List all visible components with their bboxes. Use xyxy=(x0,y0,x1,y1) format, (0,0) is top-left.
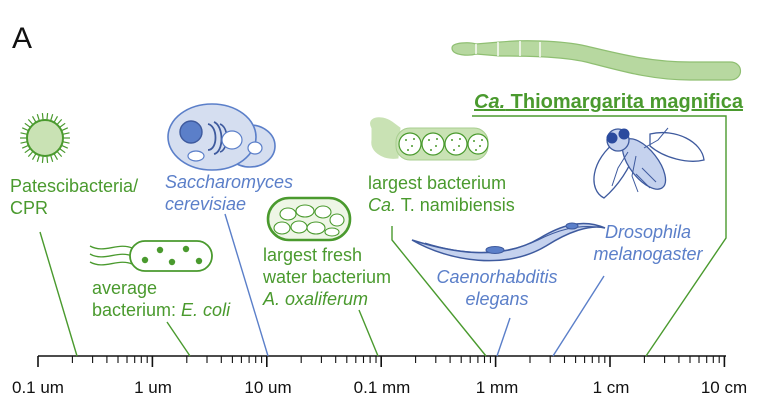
leader-line-celegans xyxy=(496,317,511,357)
oxaliferum-label-line1: largest fresh xyxy=(263,245,362,265)
cpr-spike xyxy=(59,148,66,154)
cpr-spike xyxy=(31,116,37,123)
flagellated-rod-cell-icon xyxy=(89,240,213,272)
cpr-spike xyxy=(24,122,31,128)
cpr-spike xyxy=(21,144,29,149)
cpr-spike xyxy=(56,150,63,158)
cpr-spike xyxy=(61,144,69,149)
ecoli-label-prefix: bacterium: xyxy=(92,300,181,320)
cpr-spike xyxy=(59,122,66,128)
cpr-spike xyxy=(56,118,63,126)
cpr-spike xyxy=(46,113,49,121)
yeast-label-line2: cerevisiae xyxy=(165,194,246,214)
tick-label-1mm: 1 mm xyxy=(476,378,519,397)
magnifica-label-rest: Thiomargarita magnifica xyxy=(505,91,744,113)
ecoli-label-line2: bacterium: E. coli xyxy=(92,300,231,320)
organism-label-celegans: Caenorhabditis elegans xyxy=(436,267,557,309)
oxaliferum-label-line2: water bacterium xyxy=(262,267,391,287)
magnifica-label-genus: Ca. xyxy=(474,91,505,113)
namibiensis-label-rest: T. namibiensis xyxy=(396,195,515,215)
cpr-spike xyxy=(21,127,29,132)
organism-label-oxaliferum: largest fresh water bacterium A. oxalife… xyxy=(262,245,391,309)
drosophila-label-line1: Drosophila xyxy=(605,222,691,242)
cpr-spike xyxy=(20,132,28,135)
cpr-label-line2: CPR xyxy=(10,198,48,218)
celegans-label-line2: elegans xyxy=(465,289,528,309)
vacuolated-oval-cell-icon xyxy=(266,196,352,242)
leader-line-oxaliferum xyxy=(358,309,379,357)
cpr-spike xyxy=(24,148,31,154)
cell-chain-icon xyxy=(370,117,489,161)
cpr-spike xyxy=(20,141,28,144)
ecoli-label-line1: average xyxy=(92,278,157,298)
cpr-spike xyxy=(50,154,54,162)
organism-label-yeast: Saccharomyces cerevisiae xyxy=(165,172,293,214)
leader-lines xyxy=(39,115,727,357)
tick-label-1um: 1 um xyxy=(134,378,172,397)
tick-label-1cm: 1 cm xyxy=(593,378,630,397)
organism-label-cpr: Patescibacteria/ CPR xyxy=(10,176,138,218)
cpr-spike xyxy=(41,155,44,163)
size-axis: 0.1 um 1 um 10 um 0.1 mm 1 mm 1 cm 10 cm xyxy=(12,355,747,397)
cpr-spike xyxy=(61,127,69,132)
tick-label-0-1um: 0.1 um xyxy=(12,378,64,397)
organism-label-namibiensis: largest bacterium Ca. T. namibiensis xyxy=(368,173,515,215)
leader-line-ecoli xyxy=(166,321,191,357)
axis-tick-labels: 0.1 um 1 um 10 um 0.1 mm 1 mm 1 cm 10 cm xyxy=(12,378,747,397)
organism-label-magnifica: Ca. Thiomargarita magnifica xyxy=(474,91,744,113)
magnifica-label: Ca. Thiomargarita magnifica xyxy=(474,91,744,113)
cpr-spike xyxy=(62,132,70,135)
cpr-spike xyxy=(27,150,34,158)
nematode-worm-icon xyxy=(411,222,606,262)
oxaliferum-label-line3: A. oxaliferum xyxy=(262,289,368,309)
leader-line-cpr xyxy=(39,231,78,357)
namibiensis-label-genus: Ca. xyxy=(368,195,396,215)
leader-line-yeast xyxy=(224,213,269,357)
leader-line-drosophila xyxy=(552,275,605,357)
cpr-spike xyxy=(36,114,40,122)
fruit-fly-icon xyxy=(593,127,705,199)
cpr-spike xyxy=(31,153,37,160)
axis-ticks xyxy=(37,356,726,367)
cpr-spike xyxy=(46,155,49,163)
namibiensis-label-line1: largest bacterium xyxy=(368,173,506,193)
spiky-round-cell-icon xyxy=(20,113,70,163)
cpr-spike xyxy=(36,154,40,162)
cpr-spike xyxy=(27,118,34,126)
cpr-spike xyxy=(53,116,59,123)
tick-label-10um: 10 um xyxy=(244,378,291,397)
cpr-spike xyxy=(62,141,70,144)
cpr-spike xyxy=(41,113,44,121)
organism-label-drosophila: Drosophila melanogaster xyxy=(593,222,703,264)
long-filament-icon xyxy=(451,40,742,81)
drosophila-label-line2: melanogaster xyxy=(593,244,703,264)
cpr-spike xyxy=(53,153,59,160)
cpr-spike xyxy=(50,114,54,122)
celegans-label-line1: Caenorhabditis xyxy=(436,267,557,287)
organism-label-ecoli: average bacterium: E. coli xyxy=(92,278,231,320)
tick-label-0-1mm: 0.1 mm xyxy=(354,378,411,397)
panel-label: A xyxy=(12,22,32,55)
namibiensis-label-line2: Ca. T. namibiensis xyxy=(368,195,515,215)
budding-yeast-cell-icon xyxy=(167,103,276,171)
yeast-label-line1: Saccharomyces xyxy=(165,172,293,192)
tick-label-10cm: 10 cm xyxy=(701,378,747,397)
cpr-label-line1: Patescibacteria/ xyxy=(10,176,138,196)
leader-line-magnifica xyxy=(472,115,727,357)
leader-line-namibiensis xyxy=(391,226,487,357)
ecoli-label-species: E. coli xyxy=(181,300,231,320)
